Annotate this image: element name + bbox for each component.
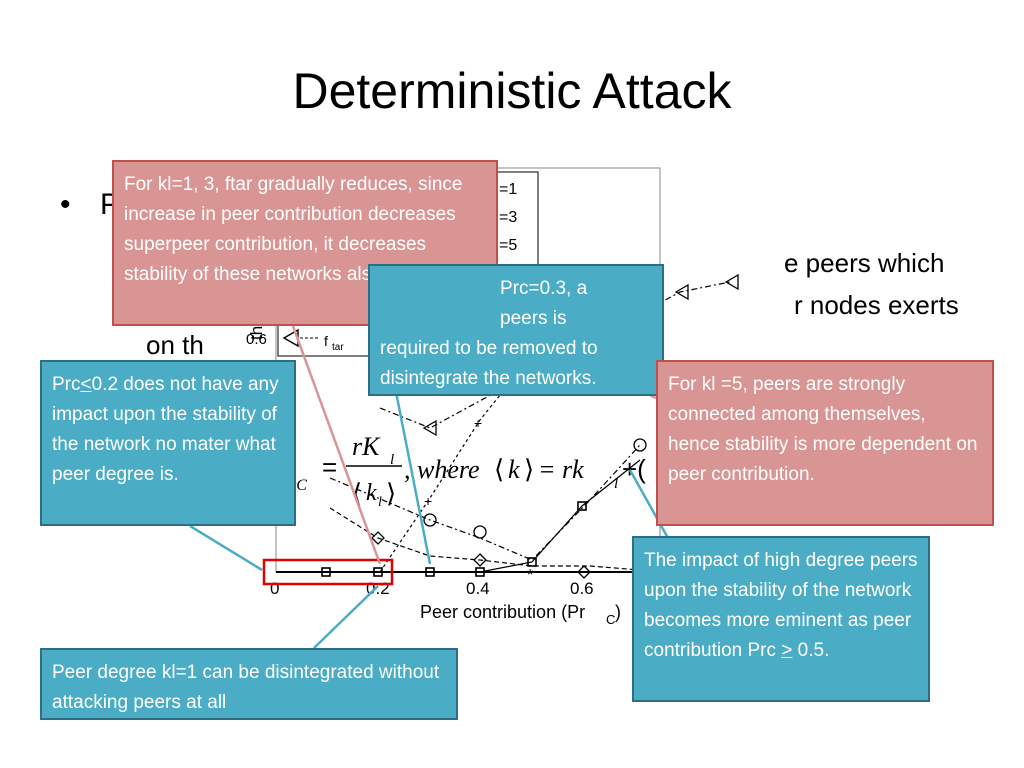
series-cross-marker: + — [474, 415, 482, 431]
callout-prc02-pre: Prc — [52, 374, 81, 395]
bullet-marker: • — [60, 188, 71, 221]
legend-entry-3: =3 — [499, 209, 517, 226]
formula-bracket-right: ⟩ — [524, 454, 534, 484]
series-diamond-line — [329, 507, 641, 571]
series-kl3-marker — [633, 438, 647, 452]
callout-prc02-symbol: < — [80, 374, 92, 395]
callout-kl13-text: For kl=1, 3, ftar gradually reduces, sin… — [124, 174, 463, 285]
series-cross-marker: + — [424, 493, 432, 509]
y-tick-label: 0.6 — [246, 331, 267, 348]
formula-equals: = — [322, 452, 337, 482]
series-kl3-line — [329, 444, 641, 561]
connector-kl1 — [313, 585, 379, 649]
connector-kl13 — [288, 317, 382, 565]
body-line-3: on th — [146, 330, 204, 360]
series-cross-line — [379, 369, 521, 573]
x-axis-label-sub: C — [606, 612, 615, 627]
callout-prc03: Prc=0.3, a peers is required to be remov… — [368, 264, 664, 396]
body-line-2: r nodes exerts — [794, 290, 959, 320]
series-kl3-marker — [423, 513, 437, 527]
series-diamond-marker — [371, 531, 385, 545]
legend-f: f — [324, 333, 328, 349]
series-kl5-marker — [422, 419, 437, 437]
connector-high-degree — [628, 469, 670, 539]
formula-numerator: rK — [352, 432, 381, 461]
formula-rhs-sub: l — [614, 476, 618, 492]
series-square-marker — [373, 567, 383, 577]
body-line-1: e peers which — [784, 248, 945, 278]
callout-high-degree: The impact of high degree peers upon the… — [632, 536, 930, 702]
formula-numerator-sub: l — [390, 452, 394, 468]
callout-kl5: For kl =5, peers are strongly connected … — [656, 360, 994, 526]
series-square-marker — [475, 567, 485, 577]
x-tick-06: 0.6 — [570, 579, 594, 598]
series-diamond-marker — [473, 553, 487, 567]
slide-title: Deterministic Attack — [292, 63, 732, 119]
callout-high-degree-post: 0.5. — [792, 640, 830, 661]
callout-prc03-line1: Prc=0.3, a — [500, 278, 588, 299]
series-kl5-marker — [674, 283, 689, 301]
formula-rhs: = rk — [538, 455, 584, 484]
series-square-marker — [425, 567, 435, 577]
callout-kl1: Peer degree kl=1 can be disintegrated wi… — [40, 648, 458, 720]
callout-prc03-line3: required to be removed to — [380, 338, 598, 359]
formula-bracket-left: ⟨ — [494, 454, 504, 484]
series-square-marker — [321, 567, 331, 577]
formula-where: , where — [404, 455, 480, 484]
callout-prc03-line2: peers is — [500, 308, 567, 329]
series-square-line — [276, 459, 641, 573]
formula-denominator-bracket-left: ⟨ — [352, 478, 362, 508]
callout-prc02: Prc<0.2 does not have any impact upon th… — [40, 360, 296, 526]
callout-high-degree-symbol: > — [781, 640, 793, 661]
series-kl3-marker — [473, 525, 487, 539]
series-kl5-marker — [724, 273, 739, 291]
legend-f-sub: tar — [332, 342, 344, 353]
series-square-marker — [527, 557, 537, 567]
legend-entry-1: =1 — [499, 181, 517, 198]
callout-kl5-text: For kl =5, peers are strongly connected … — [668, 374, 978, 485]
connector-prc02 — [189, 524, 263, 572]
callout-kl1-text: Peer degree kl=1 can be disintegrated wi… — [52, 662, 440, 713]
formula-denominator: k — [366, 480, 377, 506]
callout-prc02-post: 0.2 does not have any impact upon the st… — [52, 374, 279, 485]
formula-denominator-sub: l — [378, 495, 382, 510]
x-axis-label-close: ) — [615, 602, 621, 622]
legend-entry-5: =5 — [499, 237, 517, 254]
highlight-box — [262, 558, 394, 586]
formula-denominator-bracket-right: ⟩ — [386, 478, 396, 508]
series-star-marker: * — [527, 567, 533, 584]
callout-high-degree-pre: The impact of high degree peers upon the… — [644, 550, 918, 661]
series-diamond-marker — [577, 565, 591, 579]
formula-k: k — [508, 455, 520, 484]
callout-prc03-line4: disintegrate the networks. — [380, 368, 597, 389]
x-axis-label: Peer contribution (Pr — [420, 602, 585, 622]
x-tick-0: 0 — [270, 579, 279, 598]
connector-prc03 — [394, 391, 432, 565]
x-tick-04: 0.4 — [466, 579, 490, 598]
series-square-marker — [577, 501, 587, 511]
